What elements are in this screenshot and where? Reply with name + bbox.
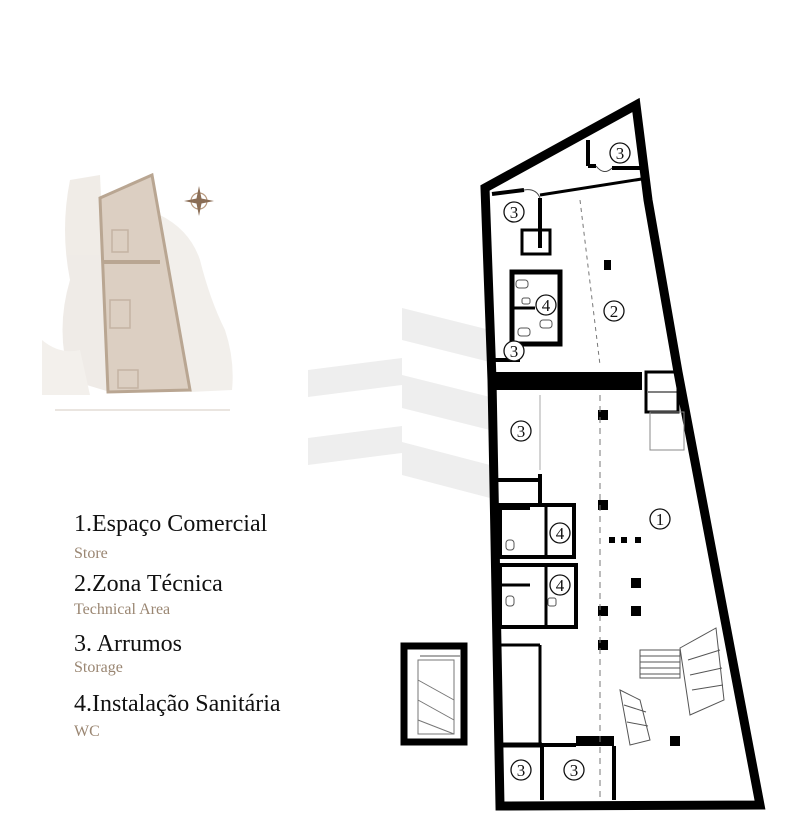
legend-title: Zona Técnica <box>92 571 223 597</box>
legend-number: 1. <box>74 511 92 537</box>
legend-subtitle: Store <box>74 545 108 562</box>
legend-item-storage: 3. Arrumos Storage <box>74 630 182 677</box>
room-marker-2: 2 <box>603 300 625 322</box>
legend-title: Arrumos <box>92 631 182 657</box>
room-marker-circle <box>510 420 532 442</box>
staircase <box>619 627 725 746</box>
room-marker-label: 3 <box>517 422 526 441</box>
room-marker-circle <box>503 340 525 362</box>
legend-title: Instalação Sanitária <box>92 691 281 717</box>
legend-subtitle: WC <box>74 723 100 740</box>
legend-number: 2. <box>74 571 92 597</box>
room-marker-label: 3 <box>510 342 519 361</box>
legend-title: Espaço Comercial <box>92 511 268 537</box>
site-plan-building <box>98 172 192 394</box>
legend-item-technical-area: 2.Zona Técnica Technical Area <box>74 570 223 619</box>
room-marker-label: 3 <box>616 144 625 163</box>
room-marker-circle <box>603 300 625 322</box>
room-marker-circle <box>503 201 525 223</box>
room-marker-circle <box>563 759 585 781</box>
legend-item-store: 1.Espaço Comercial Store <box>74 510 267 563</box>
room-marker-circle <box>549 574 571 596</box>
legend-subtitle: Technical Area <box>74 601 171 618</box>
room-marker-label: 3 <box>517 761 526 780</box>
room-marker-circle <box>649 508 671 530</box>
room-marker-4: 4 <box>535 294 557 316</box>
outer-wall <box>480 97 766 811</box>
legend-number: 4. <box>74 691 92 717</box>
room-marker-label: 3 <box>510 203 519 222</box>
room-markers: 3 3 4 2 3 3 1 4 4 3 3 <box>503 142 671 781</box>
room-marker-3: 3 <box>510 759 532 781</box>
compass-rose-icon <box>184 186 214 216</box>
room-marker-3: 3 <box>609 142 631 164</box>
room-marker-label: 4 <box>556 524 565 543</box>
legend-item-wc: 4.Instalação Sanitária WC <box>74 690 281 741</box>
legend-subtitle: Storage <box>74 659 123 676</box>
room-marker-circle <box>510 759 532 781</box>
room-marker-circle <box>535 294 557 316</box>
annex <box>400 642 468 746</box>
room-marker-label: 3 <box>570 761 579 780</box>
room-marker-label: 2 <box>610 302 619 321</box>
room-marker-label: 4 <box>556 576 565 595</box>
legend-number: 3. <box>74 631 92 657</box>
room-marker-3: 3 <box>563 759 585 781</box>
room-marker-1: 1 <box>649 508 671 530</box>
room-marker-circle <box>549 522 571 544</box>
site-plan-surroundings <box>42 175 233 395</box>
room-marker-3: 3 <box>503 201 525 223</box>
room-marker-label: 4 <box>542 296 551 315</box>
room-marker-3: 3 <box>510 420 532 442</box>
room-marker-label: 1 <box>656 510 665 529</box>
room-marker-4: 4 <box>549 522 571 544</box>
room-marker-3: 3 <box>503 340 525 362</box>
dividing-wall <box>494 372 642 390</box>
room-marker-4: 4 <box>549 574 571 596</box>
room-marker-circle <box>609 142 631 164</box>
